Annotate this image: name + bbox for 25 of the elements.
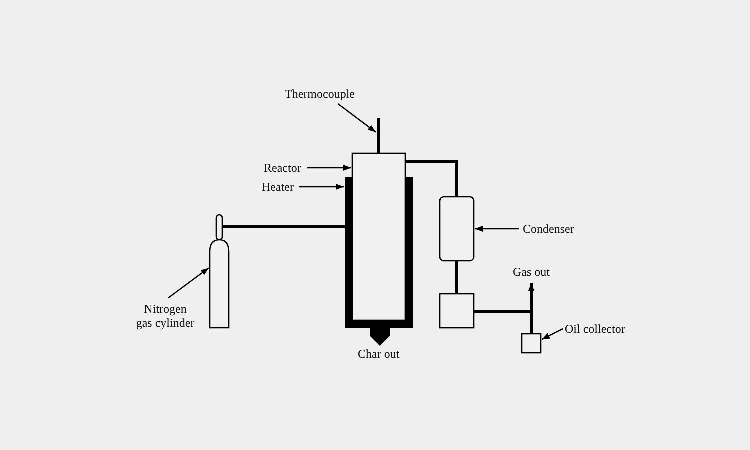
condenser-column: [439, 196, 475, 262]
part-label: Gas out: [513, 265, 550, 279]
pipe-line: [474, 310, 533, 334]
leader-line: [338, 103, 376, 133]
square-vessel: [439, 293, 475, 329]
leader-line: [542, 328, 564, 340]
pipe-line: [456, 261, 458, 294]
thermocouple-rod: [377, 118, 380, 154]
part-label: Condenser: [523, 222, 574, 236]
leader-line: [475, 226, 519, 232]
part-label: Thermocouple: [285, 87, 355, 101]
part-label: Nitrogen gas cylinder: [134, 302, 197, 330]
pipe-line: [222, 226, 345, 228]
part-label: Reactor: [264, 161, 302, 175]
part-label: Heater: [262, 180, 294, 194]
reactor-vessel: [352, 152, 406, 322]
pipe-line: [406, 160, 458, 197]
leader-line: [298, 184, 344, 190]
leader-line: [168, 268, 210, 299]
part-label: Oil collector: [565, 322, 626, 336]
leader-line: [307, 165, 352, 171]
gas-cylinder: [209, 214, 230, 329]
oil-collector-box: [521, 333, 542, 354]
heater-jacket: [345, 177, 413, 328]
outlet-label: Char out: [358, 347, 400, 361]
